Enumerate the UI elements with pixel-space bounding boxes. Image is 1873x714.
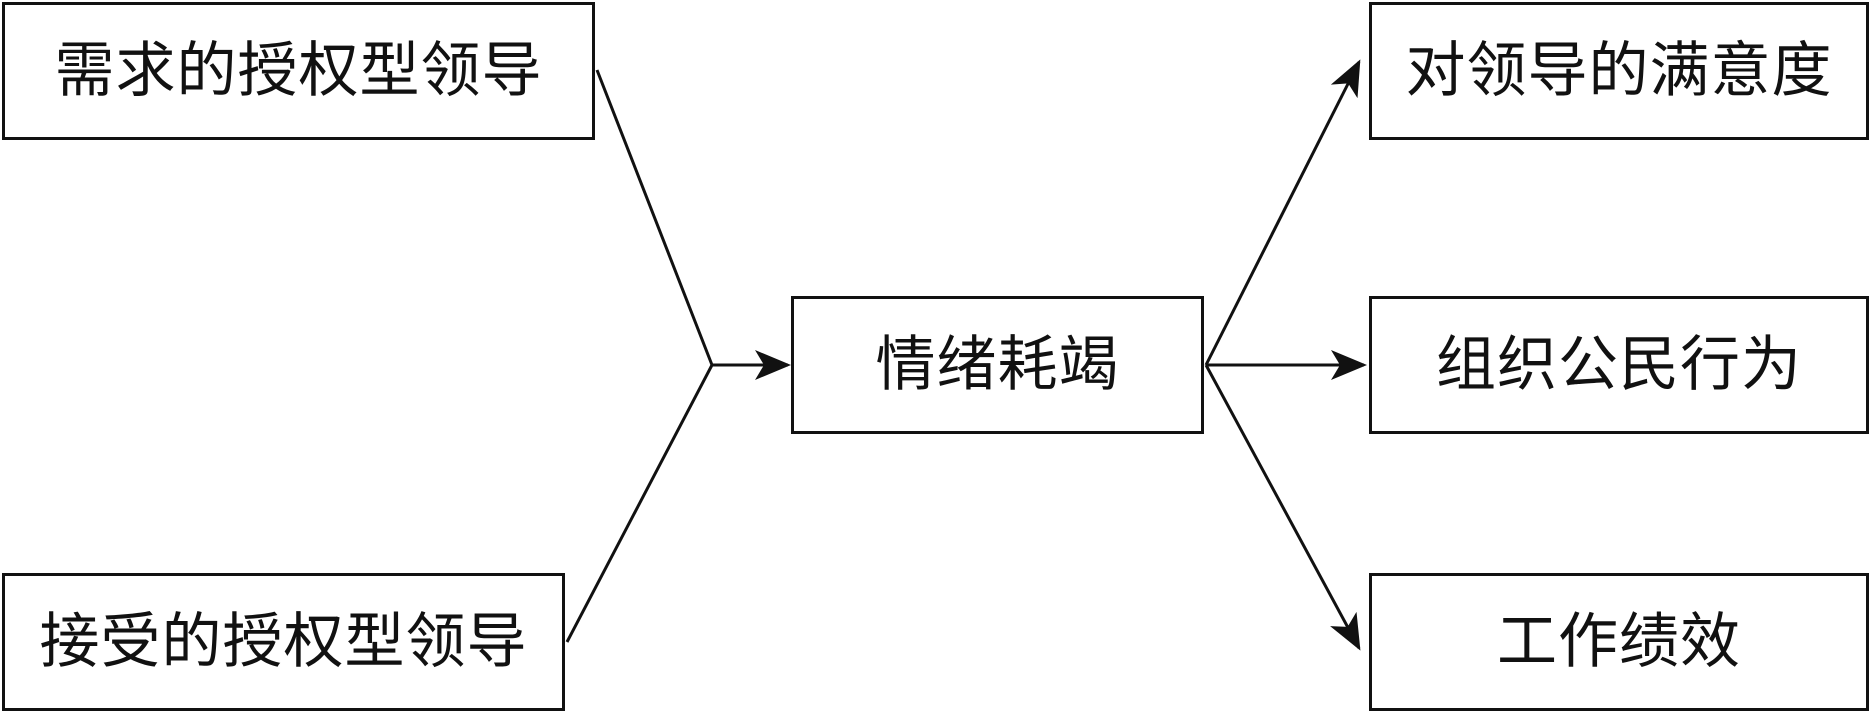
node-demand-empowering-leadership: 需求的授权型领导 bbox=[2, 2, 595, 140]
edge-center-to-performance bbox=[1204, 364, 1361, 651]
node-label: 组织公民行为 bbox=[1436, 330, 1802, 400]
node-label: 需求的授权型领导 bbox=[54, 36, 543, 106]
edge-demand-to-junction bbox=[595, 69, 714, 366]
node-label: 情绪耗竭 bbox=[875, 330, 1120, 400]
edge-center-to-satisfaction bbox=[1204, 59, 1361, 366]
node-job-performance: 工作绩效 bbox=[1369, 573, 1869, 711]
node-accepted-empowering-leadership: 接受的授权型领导 bbox=[2, 573, 565, 711]
edge-accept-to-junction bbox=[565, 364, 714, 643]
node-emotional-exhaustion: 情绪耗竭 bbox=[791, 296, 1204, 434]
node-label: 对领导的满意度 bbox=[1405, 36, 1833, 106]
node-leader-satisfaction: 对领导的满意度 bbox=[1369, 2, 1869, 140]
node-label: 接受的授权型领导 bbox=[39, 607, 528, 677]
node-label: 工作绩效 bbox=[1497, 607, 1741, 677]
node-organizational-citizenship: 组织公民行为 bbox=[1369, 296, 1869, 434]
